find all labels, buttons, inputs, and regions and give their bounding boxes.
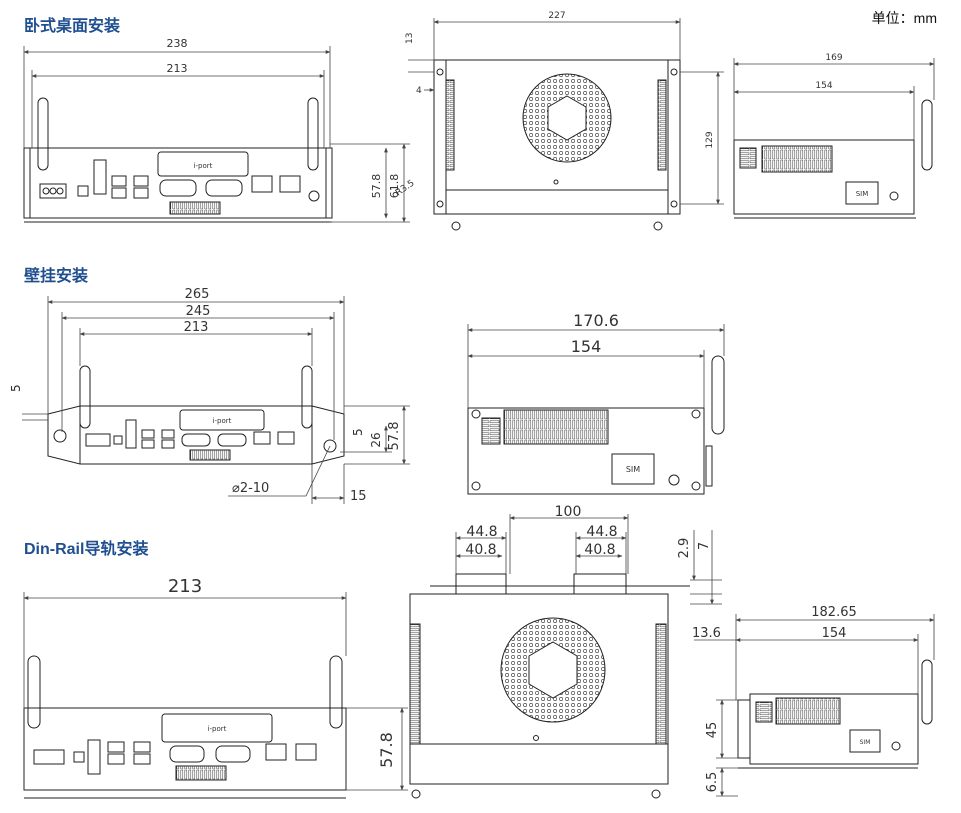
desk-front-view <box>23 97 333 223</box>
wall-side-view <box>467 355 725 495</box>
dim-din-40-8-right: 40.8 <box>584 542 615 558</box>
dim-desk-61-8: 61.8 <box>388 174 401 199</box>
section-title-wall: 壁挂安装 <box>24 268 89 285</box>
dim-top-129: 129 <box>705 131 715 148</box>
dim-wall-265: 265 <box>185 287 210 302</box>
dim-wallside-170-6: 170.6 <box>573 311 619 330</box>
dim-dinside-13-6: 13.6 <box>692 626 721 641</box>
sim-label: SIM <box>626 465 640 474</box>
iport-panel <box>157 151 249 177</box>
dim-side-169: 169 <box>825 53 842 63</box>
dim-din-2-9: 2.9 <box>677 538 692 559</box>
dim-desk-238: 238 <box>167 37 188 50</box>
chassis-side <box>733 139 915 215</box>
sim-slot <box>611 453 655 485</box>
dim-top-227: 227 <box>548 11 565 21</box>
power-terminal-icon <box>33 749 65 765</box>
antenna-right-icon <box>307 97 319 171</box>
chassis-front <box>23 707 347 791</box>
dim-desk-57-8: 57.8 <box>370 174 383 199</box>
dim-dinside-45: 45 <box>705 722 720 739</box>
desk-top-dims <box>408 18 724 205</box>
section-title-dinrail: Din-Rail导轨安装 <box>24 541 149 558</box>
iport-label: i-port <box>213 417 232 425</box>
desk-side-dims <box>733 58 935 140</box>
dim-wall-213: 213 <box>184 320 209 335</box>
chassis-side <box>467 407 705 495</box>
hdmi-port-icon <box>93 159 107 195</box>
serial-port-icon <box>159 179 197 197</box>
antenna-right-icon <box>329 655 343 729</box>
din-front-view <box>23 655 347 799</box>
dim-dinside-182-65: 182.65 <box>811 605 857 620</box>
antenna-left-icon <box>37 97 49 171</box>
dim-din-213: 213 <box>168 576 202 597</box>
dim-din-44-8-left: 44.8 <box>466 524 497 540</box>
sim-slot <box>845 181 879 205</box>
dim-wallside-154: 154 <box>571 337 602 356</box>
antenna-left-icon <box>27 655 41 729</box>
desk-top-view <box>433 59 681 231</box>
dim-side-154: 154 <box>815 81 832 91</box>
dim-dinside-154: 154 <box>822 626 847 641</box>
power-terminal-icon <box>39 183 67 199</box>
dim-wall-hole: ⌀2-10 <box>232 481 269 496</box>
mount-hole-icon <box>323 439 337 453</box>
desk-side-view <box>733 99 933 219</box>
dim-din-100: 100 <box>555 504 582 520</box>
dim-din-44-8-right: 44.8 <box>586 524 617 540</box>
dim-top-13: 13 <box>405 33 415 44</box>
antenna-side-icon <box>921 99 933 171</box>
gpio-terminal-icon <box>169 201 221 215</box>
sim-slot <box>849 729 881 753</box>
ground-screw-icon <box>308 190 320 202</box>
din-top-view <box>409 573 690 799</box>
usb-port-icon <box>111 175 127 187</box>
antenna-right-icon <box>301 365 313 429</box>
mount-hole-icon <box>53 429 67 443</box>
dim-wall-15: 15 <box>350 489 367 504</box>
dim-wall-245: 245 <box>186 304 211 319</box>
din-side-dims <box>694 614 935 797</box>
wall-front-view <box>47 365 345 465</box>
din-clip-left <box>455 573 507 594</box>
dim-din-40-8-left: 40.8 <box>465 542 496 558</box>
wall-front-dims <box>22 296 410 504</box>
dim-wall-26: 26 <box>369 432 383 447</box>
section-title-desktop: 卧式桌面安装 <box>24 18 121 35</box>
antenna-side-icon <box>921 659 933 725</box>
unit-label: 单位：mm <box>871 10 937 26</box>
dim-top-4: 4 <box>416 86 422 96</box>
dim-desk-213: 213 <box>167 62 188 75</box>
dim-din-57-8: 57.8 <box>377 732 396 768</box>
desk-front-dims <box>23 46 410 223</box>
dim-wall-hole-5: 5 <box>351 428 365 436</box>
antenna-side-icon <box>711 355 725 435</box>
din-clip-right <box>573 573 627 594</box>
din-side-view <box>737 659 933 769</box>
din-front-dims <box>23 592 408 791</box>
iport-label: i-port <box>194 162 213 170</box>
dim-dinside-6-5: 6.5 <box>705 772 720 793</box>
antenna-left-icon <box>79 365 91 429</box>
din-top-dims <box>455 514 722 605</box>
wall-side-dims <box>467 324 725 408</box>
sim-label: SIM <box>860 739 871 746</box>
sim-label: SIM <box>856 190 869 198</box>
dim-din-7: 7 <box>697 542 712 550</box>
iport-label: i-port <box>208 725 227 733</box>
lan-port-icon <box>251 175 273 193</box>
dim-wall-ear-5: 5 <box>9 384 23 392</box>
power-switch-icon <box>77 185 89 197</box>
dim-wall-57-8: 57.8 <box>387 422 402 451</box>
